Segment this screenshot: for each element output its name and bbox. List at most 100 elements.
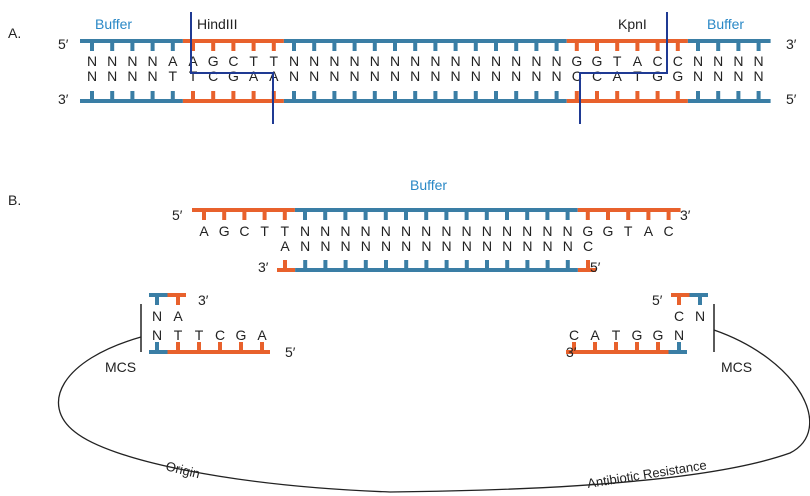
a-bottom-base: N bbox=[531, 68, 541, 84]
a-bottom-base: N bbox=[733, 68, 743, 84]
buffer-label-insert: Buffer bbox=[410, 177, 447, 193]
a-bottom-base: N bbox=[127, 68, 137, 84]
end-label-left-vector-bottom: 5′ bbox=[285, 344, 296, 360]
a-top-base: N bbox=[552, 53, 562, 69]
a-bottom-base: N bbox=[329, 68, 339, 84]
buffer-label-right: Buffer bbox=[707, 16, 744, 32]
b-insert-top-base: C bbox=[239, 223, 249, 239]
kpni-cut-line bbox=[579, 12, 668, 124]
b-insert-top-base: N bbox=[482, 223, 492, 239]
a-bottom-base: N bbox=[430, 68, 440, 84]
panel-label-b: B. bbox=[8, 192, 21, 208]
end-label-insert-bottom-3prime: 3′ bbox=[258, 259, 269, 275]
a-bottom-base: N bbox=[552, 68, 562, 84]
b-insert-top-base: N bbox=[522, 223, 532, 239]
end-label-bottom-3prime: 3′ bbox=[58, 91, 69, 107]
b-insert-bottom-base: A bbox=[280, 238, 290, 254]
a-bottom-base: N bbox=[491, 68, 501, 84]
base-ticks bbox=[90, 41, 761, 352]
end-label-insert-bottom-5prime: 5′ bbox=[590, 259, 601, 275]
b-insert-bottom-base: N bbox=[361, 238, 371, 254]
b-insert-top-base: G bbox=[219, 223, 230, 239]
hindiii-cut-line bbox=[190, 12, 274, 124]
b-right-bottom-base: G bbox=[653, 327, 664, 343]
a-bottom-base: N bbox=[754, 68, 764, 84]
a-top-base: N bbox=[531, 53, 541, 69]
end-label-bottom-5prime: 5′ bbox=[786, 91, 797, 107]
mcs-label-left: MCS bbox=[105, 359, 136, 375]
a-bottom-base: N bbox=[148, 68, 158, 84]
a-bottom-base: T bbox=[189, 68, 198, 84]
b-right-bottom-base: T bbox=[612, 327, 621, 343]
a-top-base: N bbox=[289, 53, 299, 69]
a-top-base: N bbox=[451, 53, 461, 69]
a-bottom-base: T bbox=[169, 68, 178, 84]
b-insert-bottom-base: N bbox=[543, 238, 553, 254]
b-insert-top-base: N bbox=[320, 223, 330, 239]
b-insert-bottom-base: N bbox=[442, 238, 452, 254]
backbones bbox=[80, 39, 771, 354]
b-insert-bottom-base: N bbox=[482, 238, 492, 254]
b-left-bottom-base: A bbox=[257, 327, 267, 343]
a-bottom-base: N bbox=[693, 68, 703, 84]
enzyme-label-hindiii: HindIII bbox=[197, 16, 237, 32]
b-insert-bottom-base: C bbox=[583, 238, 593, 254]
a-top-base: N bbox=[754, 53, 764, 69]
a-bottom-base: N bbox=[390, 68, 400, 84]
a-top-base: A bbox=[633, 53, 643, 69]
b-insert-bottom-base: N bbox=[401, 238, 411, 254]
b-insert-top-base: G bbox=[603, 223, 614, 239]
a-top-base: T bbox=[613, 53, 622, 69]
a-top-base: G bbox=[571, 53, 582, 69]
enzyme-label-kpni: KpnI bbox=[618, 16, 647, 32]
a-bottom-base: G bbox=[228, 68, 239, 84]
b-insert-top-base: N bbox=[401, 223, 411, 239]
end-label-insert-top-5prime: 5′ bbox=[172, 207, 183, 223]
end-label-right-vector-top: 5′ bbox=[652, 292, 663, 308]
a-top-base: N bbox=[87, 53, 97, 69]
a-top-base: N bbox=[127, 53, 137, 69]
b-right-bottom-base: C bbox=[569, 327, 579, 343]
b-insert-top-base: T bbox=[260, 223, 269, 239]
b-insert-top-base: N bbox=[361, 223, 371, 239]
a-bottom-base: N bbox=[309, 68, 319, 84]
b-insert-top-base: N bbox=[441, 223, 451, 239]
b-left-top-base: N bbox=[152, 308, 162, 324]
b-left-bottom-base: T bbox=[174, 327, 183, 343]
a-top-base: N bbox=[733, 53, 743, 69]
a-top-base: N bbox=[350, 53, 360, 69]
a-top-base: C bbox=[673, 53, 683, 69]
a-top-base: A bbox=[168, 53, 178, 69]
buffer-label-left: Buffer bbox=[95, 16, 132, 32]
a-top-base: C bbox=[228, 53, 238, 69]
a-top-base: G bbox=[592, 53, 603, 69]
a-top-base: N bbox=[107, 53, 117, 69]
b-insert-bottom-base: N bbox=[421, 238, 431, 254]
a-top-base: N bbox=[148, 53, 158, 69]
a-bottom-base: N bbox=[370, 68, 380, 84]
a-bottom-base: T bbox=[633, 68, 642, 84]
b-right-top-base: C bbox=[674, 308, 684, 324]
b-right-bottom-base: A bbox=[590, 327, 600, 343]
b-insert-top-base: N bbox=[563, 223, 573, 239]
b-insert-top-base: N bbox=[502, 223, 512, 239]
b-insert-bottom-base: N bbox=[341, 238, 351, 254]
a-top-base: N bbox=[329, 53, 339, 69]
b-insert-top-base: A bbox=[199, 223, 209, 239]
b-insert-top-base: N bbox=[421, 223, 431, 239]
b-right-bottom-base: N bbox=[674, 327, 684, 343]
a-bottom-base: N bbox=[289, 68, 299, 84]
b-insert-bottom-base: N bbox=[300, 238, 310, 254]
panel-label-a: A. bbox=[8, 25, 21, 41]
a-top-base: N bbox=[511, 53, 521, 69]
plasmid-curve-left bbox=[57, 336, 391, 493]
a-top-base: N bbox=[430, 53, 440, 69]
b-insert-top-base: G bbox=[582, 223, 593, 239]
a-bottom-base: N bbox=[713, 68, 723, 84]
a-bottom-base: A bbox=[249, 68, 259, 84]
b-insert-top-base: A bbox=[644, 223, 654, 239]
b-insert-top-base: N bbox=[381, 223, 391, 239]
b-insert-bottom-base: N bbox=[381, 238, 391, 254]
